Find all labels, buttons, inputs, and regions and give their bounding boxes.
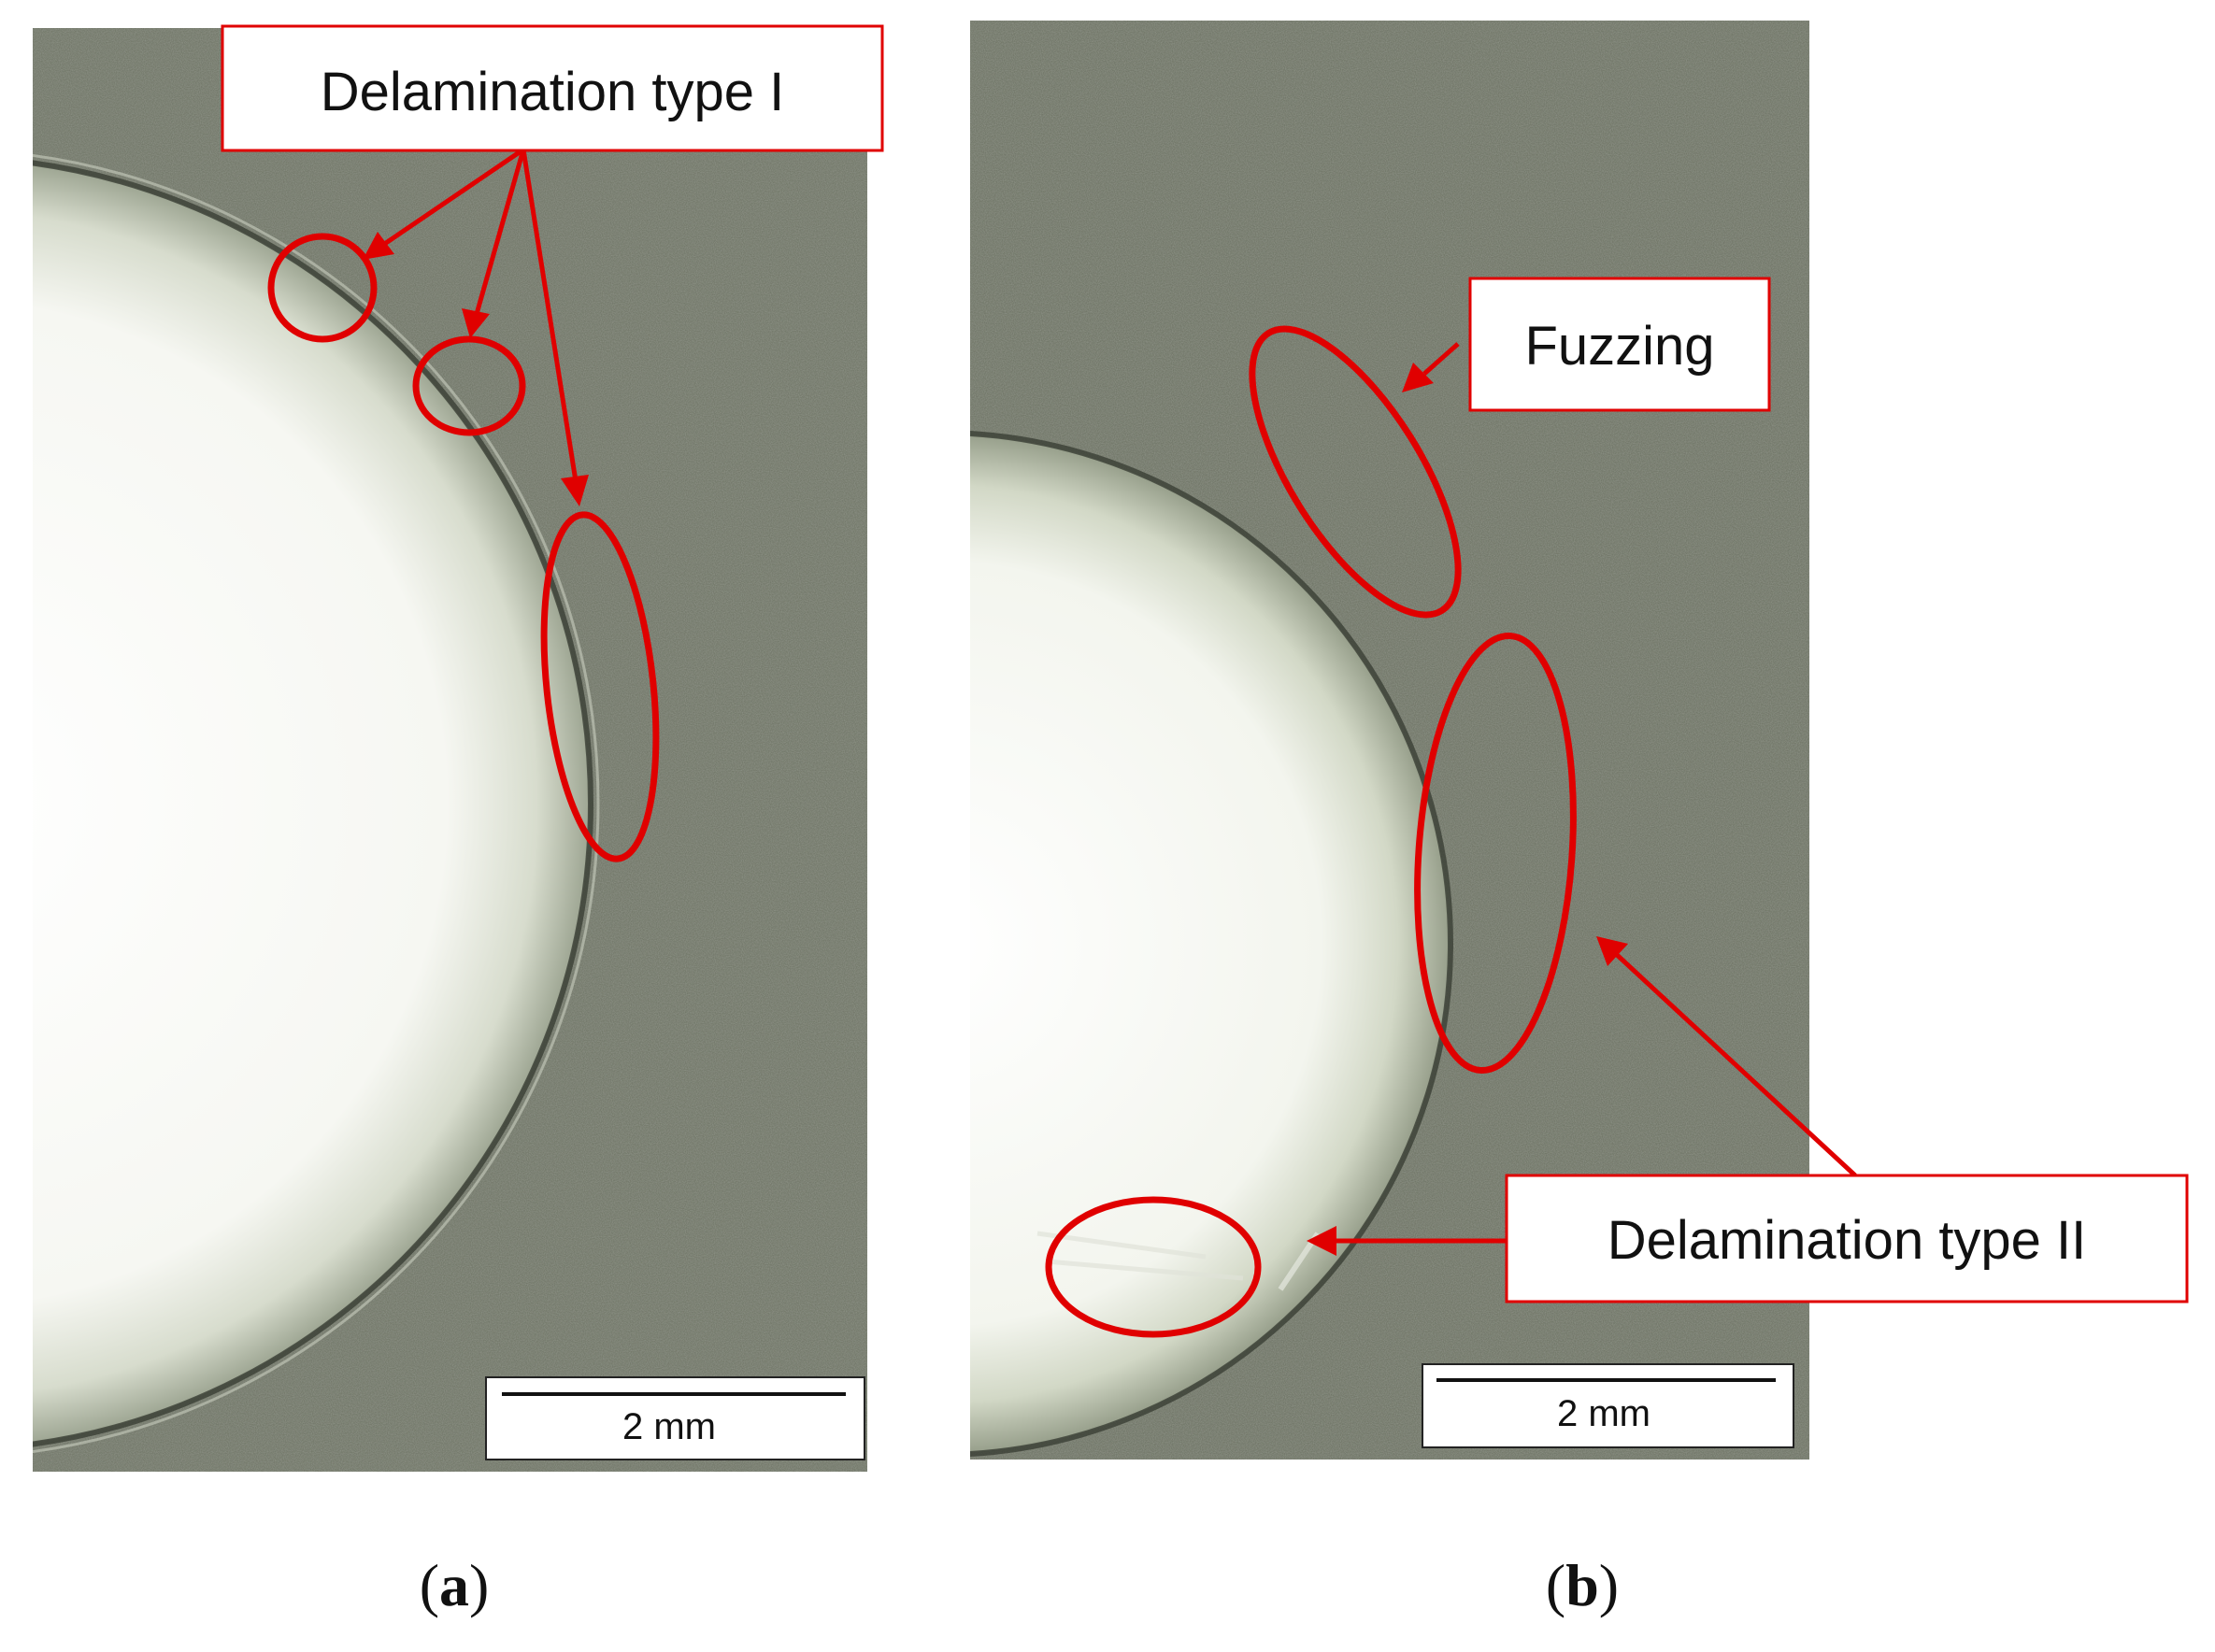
arrow-head-b2 [1307,1226,1336,1256]
delam-mark-a1 [267,233,378,343]
panel-b-photo [970,21,1809,1460]
panel-b-annotations: Fuzzing Delamination type II 2 mm [1045,277,2189,1448]
scale-bar-box-b [1422,1363,1794,1448]
callout-box-delam-b [1505,1174,2189,1303]
arrow-head-a3 [561,475,589,506]
panel-a-annotations: Delamination type I 2 mm [221,24,884,1460]
callout-delamination-type-2: Delamination type II [1608,1210,2087,1271]
delam-mark-a2 [412,335,526,436]
delam-mark-a3 [540,511,660,862]
arrow-a1 [381,147,525,248]
arrow-head-a2 [462,308,490,338]
scale-bar-box-a [485,1376,865,1460]
hole-b [970,435,1449,1452]
arrow-head-a1 [363,232,394,260]
delam-mark-b1 [1414,632,1577,1075]
callout-delamination-type-1: Delamination type I [321,62,784,122]
caption-b: (b) [1546,1552,1619,1618]
arrow-b1 [1613,951,1857,1177]
arrow-fuzzing [1422,342,1460,376]
callout-box-a [221,24,884,152]
hole-a [33,164,589,1443]
callout-box-fuzzing [1468,277,1771,412]
callout-fuzzing: Fuzzing [1524,316,1714,377]
fuzzing-mark-b [1249,325,1462,619]
arrow-a2 [474,149,526,315]
arrow-a3 [521,149,579,482]
arrow-head-fuzzing [1402,363,1434,392]
scale-label-a: 2 mm [622,1406,716,1447]
delam-mark-b2 [1045,1196,1262,1338]
arrow-head-b1 [1596,936,1628,966]
scale-label-b: 2 mm [1557,1393,1651,1434]
caption-a: (a) [420,1552,490,1618]
panel-a-photo [33,28,867,1472]
